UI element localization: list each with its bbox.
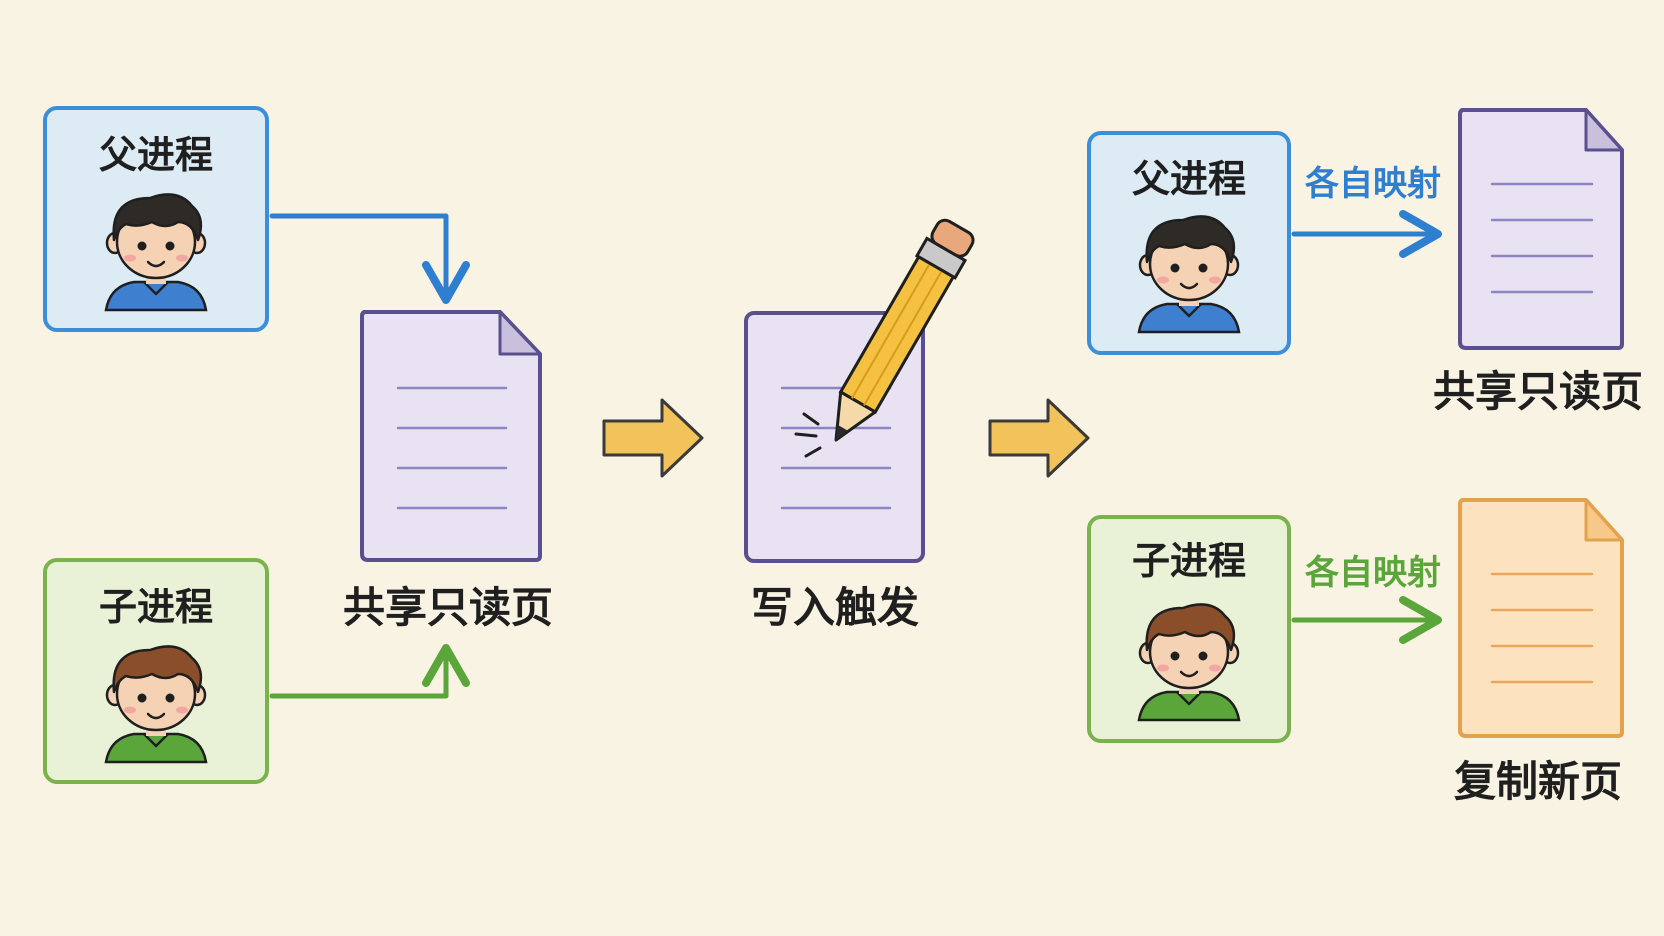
parent-process-label: 父进程 <box>99 133 213 177</box>
write-trigger-label: 写入触发 <box>751 583 919 632</box>
step-arrow-2-icon <box>988 398 1090 478</box>
shared-page-label: 共享只读页 <box>343 583 553 632</box>
child-process-label-after: 子进程 <box>1132 539 1246 583</box>
child-mapping-label: 各自映射 <box>1305 553 1441 593</box>
parent-process-label-after: 父进程 <box>1132 157 1246 201</box>
step-arrow-1-icon <box>602 398 704 478</box>
parent-mapping-label: 各自映射 <box>1305 164 1441 204</box>
parent-to-shared-arrow <box>269 213 470 304</box>
child-process-label: 子进程 <box>99 585 213 629</box>
parent-process-box: 父进程 <box>43 106 269 332</box>
parent-shared-page-icon <box>1458 108 1624 350</box>
child-page-label: 复制新页 <box>1454 757 1622 806</box>
copied-new-page-icon <box>1458 498 1624 738</box>
child-to-shared-arrow <box>269 644 470 699</box>
child-avatar-icon <box>104 645 208 764</box>
parent-avatar-icon <box>104 193 208 312</box>
writing-spark-icon <box>794 412 822 458</box>
shared-readonly-page-icon <box>360 310 542 562</box>
parent-page-label: 共享只读页 <box>1433 367 1643 416</box>
child-process-box-after: 子进程 <box>1087 515 1291 743</box>
parent-process-box-after: 父进程 <box>1087 131 1291 355</box>
pencil-icon <box>834 218 975 442</box>
child-avatar-after-icon <box>1137 603 1241 722</box>
child-process-box: 子进程 <box>43 558 269 784</box>
parent-avatar-after-icon <box>1137 215 1241 334</box>
